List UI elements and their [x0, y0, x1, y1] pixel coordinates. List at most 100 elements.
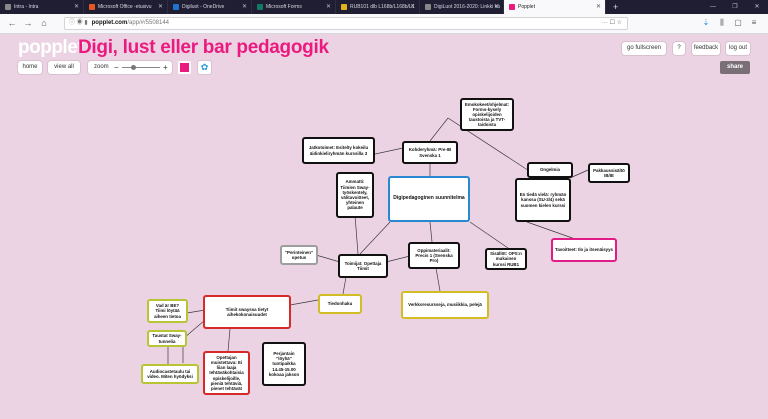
- close-icon[interactable]: ✕: [493, 4, 499, 10]
- share-button[interactable]: share: [720, 61, 750, 74]
- sidebar-icon[interactable]: ▢: [734, 18, 742, 27]
- connector-line: [385, 255, 411, 263]
- popple-ammatti[interactable]: Ammatti: Tiimien Sway-työskentely, välit…: [336, 172, 374, 218]
- popple-oppimateriaali[interactable]: Oppimateriaalit: Precis 1 (Svenska Pro): [408, 242, 460, 269]
- connector-line: [526, 221, 579, 241]
- new-tab-button[interactable]: +: [613, 2, 619, 12]
- logout-button[interactable]: log out: [726, 42, 750, 55]
- page-actions-icon[interactable]: ··· ☐ ☆: [601, 20, 622, 26]
- browser-tab[interactable]: Microsoft Forms ✕: [252, 0, 336, 14]
- tab-label: Digiluot - OneDrive: [182, 4, 225, 10]
- tab-favicon-icon: [5, 3, 11, 10]
- popple-sisallot[interactable]: Sisällöt: OPS:n mukainen kurssi RUB1: [485, 248, 527, 270]
- zoom-slider-track[interactable]: [122, 67, 160, 68]
- settings-icon[interactable]: ✿: [198, 61, 211, 74]
- connector-line: [359, 221, 391, 255]
- back-icon[interactable]: ←: [7, 18, 17, 28]
- popple-emokoke[interactable]: Emokokeet/ohjelmat: Forms-kysely opiskel…: [460, 98, 514, 131]
- browser-tab[interactable]: Digiluot - OneDrive ✕: [168, 0, 252, 14]
- browser-tab-active[interactable]: Popplet✕: [504, 0, 606, 14]
- minimize-icon[interactable]: —: [710, 4, 716, 10]
- toolbar-icons: ⇣ ⫼ ▢ ≡: [698, 17, 762, 29]
- tab-label: DigiLuot 2016-2020: Linkki kä: [434, 4, 500, 10]
- close-icon[interactable]: ✕: [73, 4, 79, 10]
- library-icon[interactable]: ⫼: [720, 18, 724, 27]
- fullscreen-button[interactable]: go fullscreen: [622, 42, 666, 55]
- close-icon[interactable]: ✕: [409, 4, 415, 10]
- popple-opiskelija[interactable]: En tiedä vielä: ryhmän kanssa (SU-3/4) s…: [515, 178, 571, 222]
- popple-verkkoresurssit[interactable]: Verkkoresursseja, musiikkia, pelejä: [401, 291, 489, 319]
- help-button[interactable]: ?: [673, 42, 685, 55]
- browser-tab[interactable]: RUB101 dlb L168b/L168b/L1✕: [336, 0, 420, 14]
- zoom-slider-handle[interactable]: [130, 65, 136, 70]
- tab-label: Microsoft Forms: [266, 4, 302, 10]
- tab-favicon-icon: [173, 3, 179, 10]
- zoom-label: zoom: [94, 64, 109, 70]
- popple-kohderyhma[interactable]: Kohderyhmä: Pre-IB Svenska 1: [402, 141, 458, 164]
- browser-tab[interactable]: Microsoft Office -etusivu✕: [84, 0, 168, 14]
- connector-line: [315, 254, 341, 263]
- url-domain: popplet.com: [91, 20, 128, 26]
- browser-tab[interactable]: DigiLuot 2016-2020: Linkki kä✕: [420, 0, 504, 14]
- popple-perjantain[interactable]: Perjantain "löyhä" tuntipaikka 14.45-15.…: [262, 342, 306, 386]
- popple-jatkotoimet[interactable]: Jatkotoimet: Esitelty kokeilu äidinkieli…: [302, 137, 375, 164]
- page-title[interactable]: Digi, lust eller bar pedagogik: [78, 37, 329, 58]
- zoom-control: zoom − +: [88, 61, 172, 74]
- connector-line: [354, 214, 359, 255]
- connector-line: [227, 328, 231, 352]
- connector-line: [289, 299, 319, 306]
- popple-ongelmia[interactable]: Ongelmia: [527, 162, 573, 178]
- url-path: /app/#/5508144: [127, 20, 170, 26]
- download-icon[interactable]: ⇣: [702, 18, 710, 27]
- connector-line: [569, 169, 589, 179]
- close-icon[interactable]: ✕: [241, 4, 247, 10]
- popple-toimijat[interactable]: Toimijat: Opettaja Tiimit: [338, 254, 388, 278]
- tab-favicon-icon: [89, 3, 95, 10]
- forward-icon[interactable]: →: [23, 18, 33, 28]
- home-icon[interactable]: ⌂: [41, 18, 47, 28]
- lock-icon: ⓘ ◉ ▮: [69, 20, 88, 26]
- view-all-button[interactable]: view all: [48, 61, 80, 74]
- popplet-logo[interactable]: popplet: [18, 37, 84, 58]
- connector-line: [186, 309, 206, 314]
- connector-line: [469, 221, 509, 249]
- popple-center[interactable]: Digipedagoginen suunnitelma: [388, 176, 470, 222]
- tab-favicon-icon: [341, 3, 347, 10]
- popple-taustat-sway[interactable]: Taustat Sway-tunnelia: [147, 330, 187, 347]
- popple-pakkaussisalto[interactable]: Pakkaussisältö IB/IE: [588, 163, 630, 183]
- close-window-icon[interactable]: ✕: [754, 4, 760, 10]
- close-icon[interactable]: ✕: [325, 4, 331, 10]
- tab-label: Intra - Intra: [14, 4, 39, 10]
- popple-tiedonhaku[interactable]: Tiedonhaku: [318, 294, 362, 314]
- popple-audio[interactable]: Audiocastetaulu tai video. Miten hyödyks…: [141, 364, 199, 384]
- connector-line: [435, 267, 441, 292]
- url-bar[interactable]: ⓘ ◉ ▮popplet.com/app/#/5508144 ··· ☐ ☆: [64, 17, 628, 30]
- feedback-button[interactable]: feedback: [692, 42, 720, 55]
- popple-vad-ar[interactable]: Vad är BE? Tiimi löytää aiheen tietoa: [147, 299, 188, 323]
- tab-favicon-icon: [425, 3, 431, 10]
- connector-line: [183, 319, 206, 339]
- popplet-favicon-icon: [509, 3, 515, 10]
- popple-tiimit-swayt[interactable]: Tiimit swayssa tietyt aihekokonaisuudet: [203, 295, 291, 329]
- zoom-out-button[interactable]: −: [114, 63, 119, 72]
- close-icon[interactable]: ✕: [157, 4, 163, 10]
- popple-tavoitteet[interactable]: Tavoitteet: Ilo ja itsenäisyys: [551, 238, 617, 262]
- popple-opettajan[interactable]: Opettajan muistettava: Ei liian laaja te…: [203, 351, 250, 395]
- popple-perinteinen[interactable]: "Perinteinen" opetus: [280, 245, 318, 265]
- close-icon[interactable]: ✕: [595, 4, 601, 10]
- browser-tab[interactable]: Intra - Intra ✕: [0, 0, 84, 14]
- menu-icon[interactable]: ≡: [751, 18, 757, 27]
- connector-line: [429, 117, 449, 142]
- tab-favicon-icon: [257, 3, 263, 10]
- color-picker-button[interactable]: [178, 61, 191, 74]
- browser-tab-bar: Intra - Intra ✕ Microsoft Office -etusivu…: [0, 0, 768, 14]
- browser-nav-bar: ← → ⌂ ⓘ ◉ ▮popplet.com/app/#/5508144 ···…: [0, 14, 768, 34]
- window-controls: — ❐ ✕: [702, 0, 768, 14]
- home-button[interactable]: home: [18, 61, 42, 74]
- connector-line: [429, 221, 433, 243]
- restore-icon[interactable]: ❐: [732, 4, 738, 10]
- connector-line: [342, 276, 347, 295]
- tab-label: RUB101 dlb L168b/L168b/L1: [350, 4, 415, 10]
- zoom-in-button[interactable]: +: [163, 63, 168, 72]
